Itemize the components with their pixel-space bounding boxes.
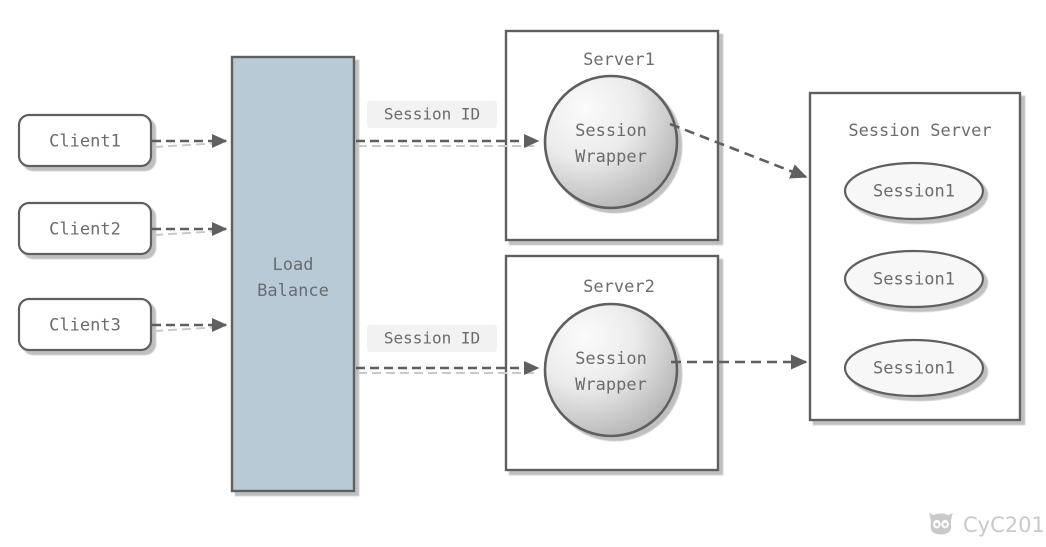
watermark-text: CyC2018	[963, 513, 1046, 537]
edge-wrapper1-to-session-server	[669, 122, 808, 179]
session-ellipse-shape-2[interactable]	[843, 249, 985, 309]
load-balance-label-line2: Balance	[257, 281, 329, 301]
session-ellipse-label-2: Session1	[873, 270, 955, 290]
client-node-1[interactable]: Client1	[17, 113, 153, 168]
client-label-3: Client3	[49, 316, 121, 336]
session-ellipse-3[interactable]: Session1	[843, 338, 985, 398]
session-server-title: Session Server	[848, 121, 991, 141]
session-wrapper-circle-1[interactable]	[543, 74, 679, 210]
server-title-1: Server1	[583, 50, 655, 70]
github-octocat-icon	[929, 512, 953, 535]
edge-label-session-id-2: Session ID	[367, 325, 497, 352]
client-box-2[interactable]	[17, 201, 153, 256]
load-balance-label-line1: Load	[273, 255, 314, 275]
edge-shadow-line	[153, 142, 223, 148]
session-wrapper-label-1-line2: Wrapper	[575, 147, 647, 167]
session-wrapper-node-2[interactable]: Session Wrapper	[543, 302, 679, 438]
edge-load-balance-to-wrapper1	[356, 134, 540, 148]
server-title-2: Server2	[583, 277, 655, 297]
session-ellipse-label-3: Session1	[873, 359, 955, 379]
client-node-2[interactable]: Client2	[17, 201, 153, 256]
edge-client1-to-load-balance	[152, 134, 228, 148]
load-balance-box[interactable]	[230, 55, 356, 493]
session-ellipse-label-1: Session1	[873, 182, 955, 202]
edge-client3-to-load-balance	[152, 318, 228, 332]
session-wrapper-label-2-line2: Wrapper	[575, 375, 647, 395]
session-ellipse-2[interactable]: Session1	[843, 249, 985, 309]
client-label-1: Client1	[49, 132, 121, 152]
watermark: CyC2018	[929, 512, 1046, 537]
session-wrapper-circle-2[interactable]	[543, 302, 679, 438]
session-wrapper-label-2-line1: Session	[575, 349, 647, 369]
edge-shadow-line	[153, 230, 223, 236]
edge-load-balance-to-wrapper2	[356, 361, 540, 375]
edge-label-text-2: Session ID	[384, 329, 480, 348]
session-ellipse-shape-3[interactable]	[843, 338, 985, 398]
edge-label-background-2	[367, 325, 497, 352]
session-ellipse-shape-1[interactable]	[843, 161, 985, 221]
edge-label-text-1: Session ID	[384, 105, 480, 124]
session-wrapper-node-1[interactable]: Session Wrapper	[543, 74, 679, 210]
client-box-1[interactable]	[17, 113, 153, 168]
load-balance-node[interactable]: Load Balance	[230, 55, 356, 493]
client-node-3[interactable]: Client3	[17, 297, 153, 352]
client-box-3[interactable]	[17, 297, 153, 352]
edge-label-background-1	[367, 101, 497, 128]
edge-line	[669, 122, 808, 179]
edge-shadow-line	[153, 326, 223, 332]
edge-client2-to-load-balance	[152, 222, 228, 236]
edge-label-session-id-1: Session ID	[367, 101, 497, 128]
client-label-2: Client2	[49, 220, 121, 240]
session-wrapper-label-1-line1: Session	[575, 121, 647, 141]
session-ellipse-1[interactable]: Session1	[843, 161, 985, 221]
